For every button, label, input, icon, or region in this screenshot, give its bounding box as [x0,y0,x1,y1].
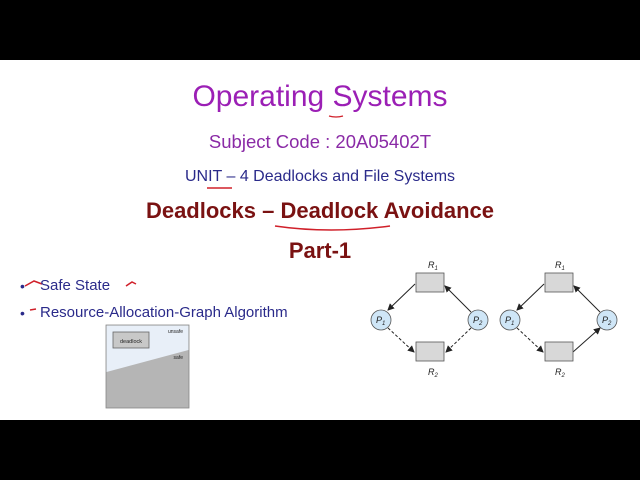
edge-p1-r2-claim [516,327,544,353]
bullet-item: • Resource-Allocation-Graph Algorithm [20,299,288,326]
label-r2: R2 [428,367,439,379]
graph-left: R1 R2 P1 P2 [370,260,489,379]
bottom-letterbox [0,420,640,480]
bullet-item: • Safe State [20,272,288,299]
bullet-dot-icon: • [20,277,25,294]
label-r1: R1 [428,260,438,272]
state-space-figure: deadlock unsafe safe [105,324,190,409]
edge-r1-p1 [387,283,416,311]
deadlock-label: deadlock [120,339,142,345]
label-p1: P1 [376,315,385,327]
edge-p2-r1 [444,285,472,313]
safe-label: safe [174,355,184,361]
subject-code: Subject Code : 20A05402T [208,131,432,152]
top-letterbox [0,0,640,60]
unsafe-label: unsafe [168,329,183,335]
deadlock-box [112,331,150,349]
part-label: Part-1 [288,238,352,263]
process-p1 [499,309,521,331]
label-r2: R2 [555,367,566,379]
process-p1 [370,309,392,331]
bullet-dot-icon: • [20,304,25,321]
graph-right: R1 R2 P1 P2 [499,260,618,379]
label-p2: P2 [473,315,483,327]
label-r1: R1 [555,260,565,272]
edge-r2-p2 [572,327,601,353]
edge-p2-r2-claim [445,327,472,353]
edge-p2-r1 [573,285,601,313]
slide-heading: Deadlocks – Deadlock Avoidance [145,198,495,223]
bullet-text: Safe State [40,277,111,294]
unit-line: UNIT – 4 Deadlocks and File Systems [184,168,456,185]
resource-r1 [415,272,445,293]
label-p2: P2 [602,315,612,327]
process-p2 [596,309,618,331]
edge-r1-p1 [516,283,545,311]
resource-allocation-graphs: R1 R2 P1 P2 R1 R2 P1 P2 [370,260,618,379]
edge-p1-r2-claim [387,327,415,353]
slide-title: Operating Systems [192,80,448,113]
slide: Operating Systems Subject Code : 20A0540… [0,60,640,420]
resource-r2 [544,341,574,362]
resource-r2 [415,341,445,362]
resource-r1 [544,272,574,293]
bullet-text: Resource-Allocation-Graph Algorithm [40,304,288,321]
label-p1: P1 [505,315,514,327]
bullet-list: • Safe State • Resource-Allocation-Graph… [20,272,288,326]
process-p2 [467,309,489,331]
